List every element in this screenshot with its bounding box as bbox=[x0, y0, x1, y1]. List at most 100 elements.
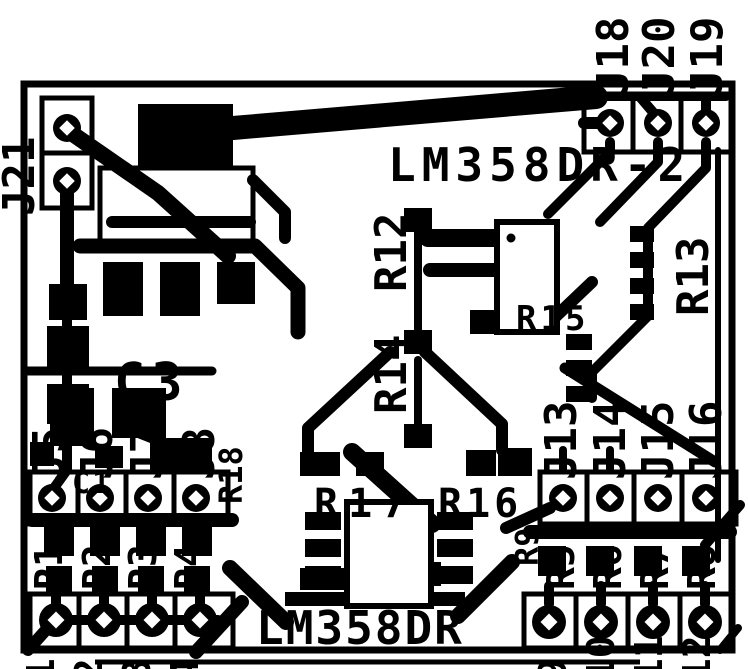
smd-pad bbox=[566, 334, 592, 350]
label-j3: J3 bbox=[115, 658, 159, 669]
smd-pad bbox=[305, 539, 341, 557]
label-r8: R8 bbox=[680, 544, 724, 590]
smd-pad bbox=[90, 524, 120, 556]
smd-pad bbox=[160, 262, 200, 316]
silkscreen-labels: J21 J18 J20 J19 LM358DR-2 R12 R14 R13 R1… bbox=[0, 17, 733, 669]
smd-pad bbox=[356, 452, 384, 476]
smd-pad bbox=[404, 208, 432, 232]
pad-j7 bbox=[134, 484, 162, 512]
label-j7: J7 bbox=[122, 427, 173, 480]
label-r16: R16 bbox=[438, 481, 522, 527]
pad-j13 bbox=[549, 484, 577, 512]
pad-j18 bbox=[596, 109, 624, 137]
cell-dividers bbox=[630, 94, 684, 152]
copper-trace bbox=[247, 174, 291, 244]
pad-j2 bbox=[87, 603, 121, 637]
label-r5: R5 bbox=[539, 544, 583, 590]
pad-j12 bbox=[688, 605, 722, 639]
smd-pad bbox=[184, 566, 210, 592]
label-u2-value: LM358DR-2 bbox=[388, 138, 691, 192]
label-j18: J18 bbox=[588, 17, 639, 96]
label-r9: R9 bbox=[508, 527, 546, 566]
smd-pad bbox=[103, 262, 143, 316]
smd-pad bbox=[44, 524, 74, 556]
smd-pad bbox=[150, 438, 212, 470]
label-j5: J5 bbox=[24, 427, 75, 480]
label-r3: R3 bbox=[121, 544, 165, 590]
copper-pour bbox=[138, 104, 233, 166]
pad-j8 bbox=[182, 484, 210, 512]
smd-pad bbox=[634, 546, 662, 576]
smd-pad bbox=[682, 546, 710, 576]
cell-dividers bbox=[573, 594, 683, 648]
copper-pour bbox=[50, 388, 94, 446]
label-r17: R17 bbox=[314, 481, 416, 527]
smd-pad bbox=[630, 304, 654, 320]
connector-blocks bbox=[27, 91, 739, 651]
smd-pad bbox=[538, 546, 566, 576]
label-c3: C3 bbox=[114, 353, 189, 413]
label-r14: R14 bbox=[366, 335, 417, 414]
smd-pads bbox=[30, 104, 710, 606]
pin1-marker bbox=[506, 233, 516, 243]
connector-block-mid-right bbox=[537, 469, 739, 527]
label-r6: R6 bbox=[586, 544, 630, 590]
label-j15: J15 bbox=[633, 401, 684, 480]
pad-j5 bbox=[38, 484, 66, 512]
pad-j9 bbox=[532, 605, 566, 639]
smd-pad bbox=[95, 446, 123, 468]
label-c1: C1 bbox=[72, 466, 112, 501]
pad-j15 bbox=[644, 484, 672, 512]
label-r1: R1 bbox=[27, 544, 71, 590]
ic-u1-footprint bbox=[305, 499, 473, 609]
smd-pad bbox=[404, 330, 432, 354]
label-j14: J14 bbox=[585, 401, 636, 480]
pad-j4 bbox=[183, 603, 217, 637]
smd-pad bbox=[566, 386, 592, 402]
copper-pour bbox=[112, 388, 166, 438]
label-r2: R2 bbox=[75, 544, 119, 590]
label-j13: J13 bbox=[536, 401, 587, 480]
label-r15: R15 bbox=[516, 299, 589, 339]
pad-j10 bbox=[584, 605, 618, 639]
label-j6: J6 bbox=[72, 427, 123, 480]
pad-j16 bbox=[692, 484, 720, 512]
label-j9: J9 bbox=[531, 658, 575, 669]
pad-j11 bbox=[636, 605, 670, 639]
label-j10: J10 bbox=[579, 635, 623, 669]
label-r7: R7 bbox=[633, 544, 677, 590]
smd-pad bbox=[404, 424, 432, 448]
smd-pad bbox=[182, 524, 212, 556]
smd-pad bbox=[305, 512, 341, 530]
label-r4: R4 bbox=[167, 544, 211, 590]
connector-block-bottom-left bbox=[27, 591, 236, 651]
smd-pad bbox=[305, 566, 341, 584]
ic-u2-outline bbox=[494, 219, 560, 335]
pad-j19 bbox=[692, 109, 720, 137]
smd-pad bbox=[586, 546, 614, 576]
pad-j1 bbox=[39, 603, 73, 637]
smd-pad bbox=[49, 284, 87, 320]
smd-pad bbox=[92, 566, 118, 592]
component-outline bbox=[97, 165, 256, 247]
smd-pad bbox=[138, 566, 164, 592]
copper-trace bbox=[59, 122, 236, 264]
label-r12: R12 bbox=[366, 213, 417, 292]
copper-trace bbox=[595, 137, 663, 227]
label-j12: J12 bbox=[675, 635, 719, 669]
label-r18: R18 bbox=[212, 446, 250, 504]
cell-dividers bbox=[75, 472, 177, 524]
label-j19: J19 bbox=[682, 17, 733, 96]
smd-pad bbox=[437, 539, 473, 557]
label-j21: J21 bbox=[0, 137, 45, 216]
label-j2: J2 bbox=[67, 658, 111, 669]
smd-pad bbox=[498, 448, 532, 476]
pad-j21-2 bbox=[53, 167, 81, 195]
label-j20: J20 bbox=[634, 17, 685, 96]
smd-pad bbox=[136, 524, 166, 556]
pad-j20 bbox=[644, 109, 672, 137]
copper-trace bbox=[500, 502, 556, 534]
connector-block-mid-left bbox=[27, 469, 231, 527]
